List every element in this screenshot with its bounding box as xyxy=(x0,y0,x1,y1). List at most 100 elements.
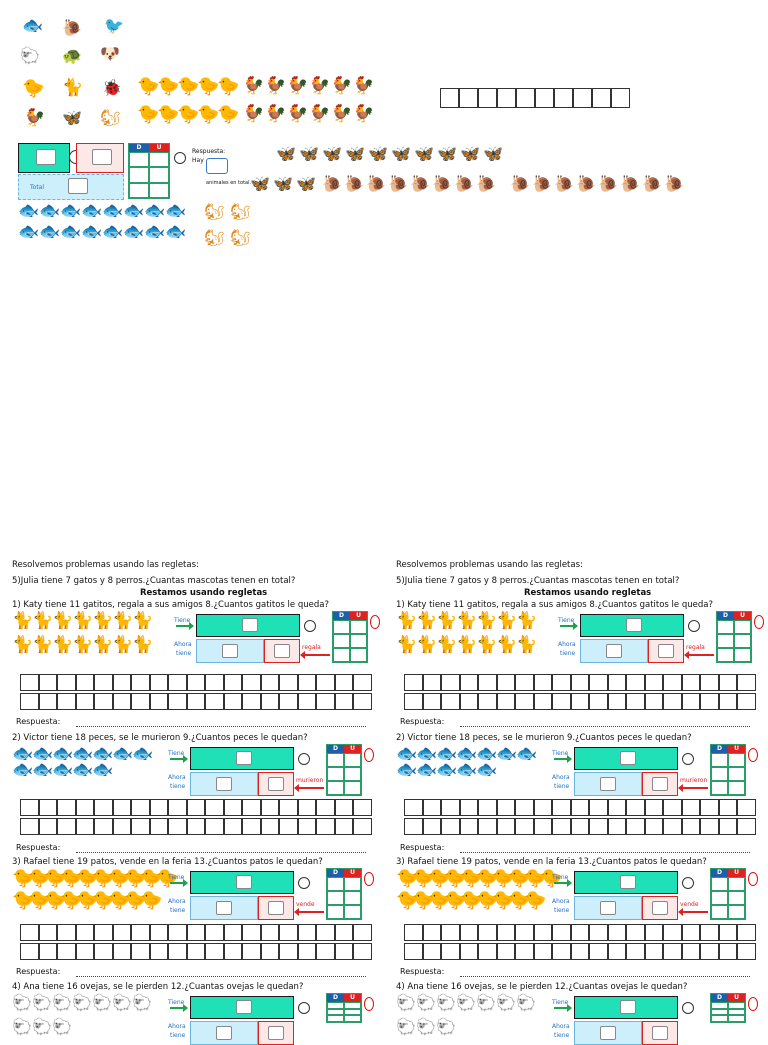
answer-square[interactable] xyxy=(112,818,131,835)
regleta-value-box[interactable] xyxy=(242,618,258,632)
regleta-value-box[interactable] xyxy=(216,1026,232,1040)
answer-square[interactable] xyxy=(478,799,497,816)
du-cell[interactable] xyxy=(149,167,169,183)
du-cell[interactable] xyxy=(327,753,344,767)
answer-square[interactable] xyxy=(334,674,353,691)
answer-square[interactable] xyxy=(552,924,571,941)
answer-square[interactable] xyxy=(626,693,645,710)
answer-square[interactable] xyxy=(186,693,205,710)
answer-square[interactable] xyxy=(205,674,224,691)
answer-square[interactable] xyxy=(57,924,76,941)
answer-square[interactable] xyxy=(626,818,645,835)
du-cell[interactable] xyxy=(711,905,728,919)
regleta-value-box[interactable] xyxy=(236,875,252,889)
operator-circle[interactable] xyxy=(298,1002,310,1014)
answer-square[interactable] xyxy=(681,818,700,835)
answer-square[interactable] xyxy=(592,88,611,108)
regleta-value-box[interactable] xyxy=(652,777,668,791)
answer-square[interactable] xyxy=(168,924,187,941)
answer-square[interactable] xyxy=(459,88,478,108)
answer-square[interactable] xyxy=(441,924,460,941)
answer-square[interactable] xyxy=(589,674,608,691)
answer-square[interactable] xyxy=(459,799,478,816)
answer-square[interactable] xyxy=(552,818,571,835)
answer-square[interactable] xyxy=(644,943,663,960)
regleta-value-box[interactable] xyxy=(620,875,636,889)
answer-square[interactable] xyxy=(552,693,571,710)
du-cell[interactable] xyxy=(728,877,745,891)
answer-square[interactable] xyxy=(297,799,316,816)
answer-square[interactable] xyxy=(516,88,535,108)
answer-square[interactable] xyxy=(20,943,39,960)
du-cell[interactable] xyxy=(728,767,745,781)
answer-square[interactable] xyxy=(404,818,423,835)
du-cell[interactable] xyxy=(344,905,361,919)
du-cell[interactable] xyxy=(129,167,149,183)
answer-square[interactable] xyxy=(663,799,682,816)
answer-square[interactable] xyxy=(681,693,700,710)
du-cell[interactable] xyxy=(344,891,361,905)
result-circle[interactable] xyxy=(364,748,374,762)
answer-square[interactable] xyxy=(459,674,478,691)
answer-square[interactable] xyxy=(205,943,224,960)
regleta-value-box[interactable] xyxy=(606,644,622,658)
answer-square[interactable] xyxy=(297,693,316,710)
answer-square[interactable] xyxy=(20,693,39,710)
du-cell[interactable] xyxy=(327,1015,344,1022)
regleta-value-box[interactable] xyxy=(36,149,56,165)
answer-square[interactable] xyxy=(644,818,663,835)
du-cell[interactable] xyxy=(344,1008,361,1016)
answer-square[interactable] xyxy=(737,818,756,835)
du-cell[interactable] xyxy=(327,905,344,919)
answer-square[interactable] xyxy=(38,924,57,941)
answer-square[interactable] xyxy=(459,943,478,960)
du-cell[interactable] xyxy=(327,781,344,795)
answer-square[interactable] xyxy=(20,799,39,816)
answer-square[interactable] xyxy=(570,693,589,710)
du-cell[interactable] xyxy=(711,891,728,905)
answer-square[interactable] xyxy=(589,693,608,710)
answer-square[interactable] xyxy=(112,799,131,816)
answer-square[interactable] xyxy=(57,693,76,710)
answer-square[interactable] xyxy=(644,799,663,816)
answer-square[interactable] xyxy=(626,674,645,691)
answer-square[interactable] xyxy=(496,924,515,941)
answer-square[interactable] xyxy=(422,818,441,835)
answer-square[interactable] xyxy=(131,799,150,816)
answer-square[interactable] xyxy=(681,924,700,941)
operator-circle[interactable] xyxy=(682,753,694,765)
answer-square[interactable] xyxy=(20,924,39,941)
du-cell[interactable] xyxy=(333,620,350,634)
answer-square[interactable] xyxy=(334,799,353,816)
answer-square[interactable] xyxy=(535,88,554,108)
answer-square[interactable] xyxy=(589,799,608,816)
regleta-value-box[interactable] xyxy=(274,644,290,658)
answer-square[interactable] xyxy=(260,799,279,816)
answer-square[interactable] xyxy=(441,799,460,816)
answer-square[interactable] xyxy=(223,693,242,710)
answer-square[interactable] xyxy=(75,943,94,960)
answer-square[interactable] xyxy=(242,818,261,835)
answer-square[interactable] xyxy=(205,818,224,835)
du-cell[interactable] xyxy=(350,620,367,634)
answer-square[interactable] xyxy=(297,924,316,941)
answer-square[interactable] xyxy=(404,799,423,816)
answer-square[interactable] xyxy=(533,693,552,710)
answer-square[interactable] xyxy=(737,693,756,710)
answer-square[interactable] xyxy=(718,693,737,710)
answer-square[interactable] xyxy=(205,693,224,710)
answer-square[interactable] xyxy=(422,674,441,691)
answer-square[interactable] xyxy=(168,799,187,816)
regleta-value-box[interactable] xyxy=(268,1026,284,1040)
du-cell[interactable] xyxy=(327,1008,344,1016)
answer-square[interactable] xyxy=(515,693,534,710)
answer-square[interactable] xyxy=(589,943,608,960)
answer-square[interactable] xyxy=(297,674,316,691)
answer-square[interactable] xyxy=(75,818,94,835)
answer-square[interactable] xyxy=(353,818,372,835)
answer-square[interactable] xyxy=(75,924,94,941)
answer-square[interactable] xyxy=(353,674,372,691)
answer-square[interactable] xyxy=(205,924,224,941)
regleta-value-box[interactable] xyxy=(620,1000,636,1014)
operator-circle[interactable] xyxy=(682,1002,694,1014)
